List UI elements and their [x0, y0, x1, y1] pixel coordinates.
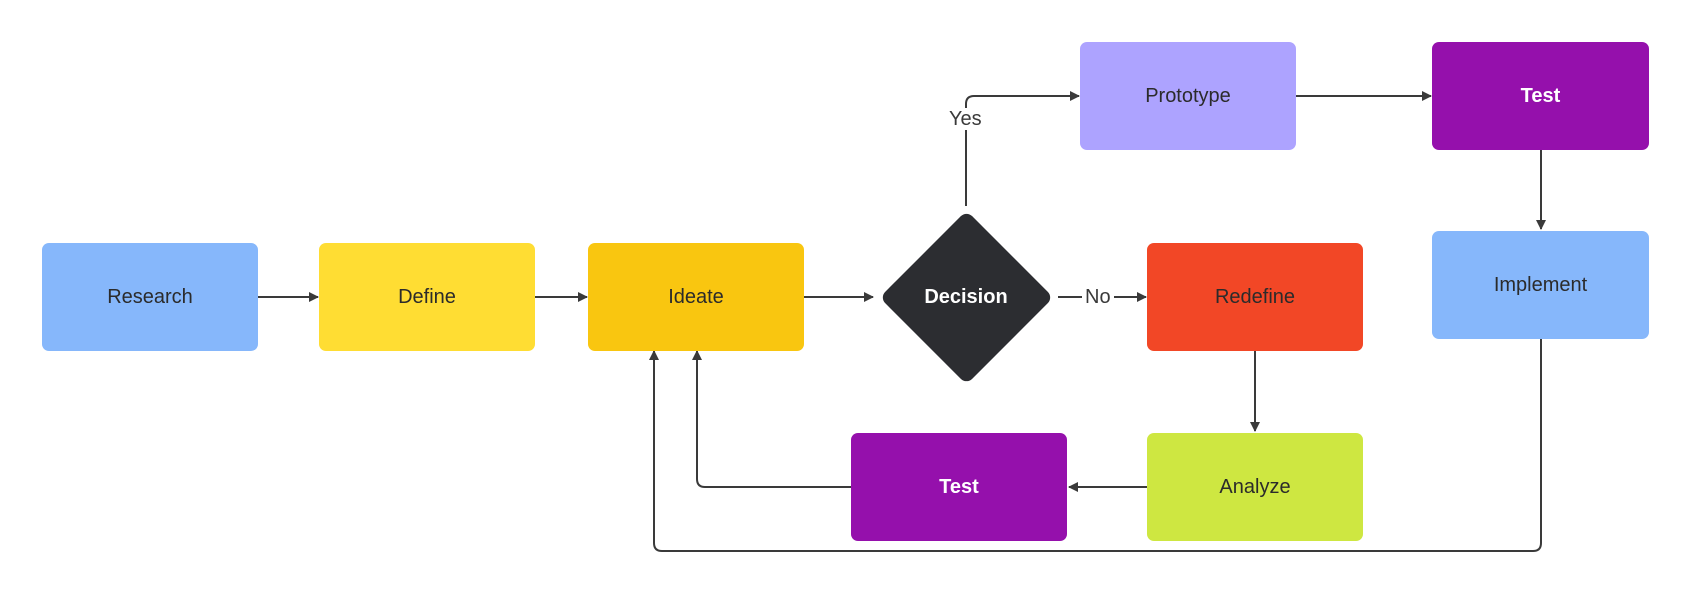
node-implement-label: Implement: [1493, 273, 1588, 296]
node-decision-label: Decision: [924, 285, 1008, 308]
edge-label-yes: Yes: [946, 108, 985, 130]
node-research-label: Research: [107, 285, 193, 308]
node-ideate-label: Ideate: [668, 285, 724, 308]
node-decision[interactable]: Decision: [874, 206, 1058, 388]
node-test-lower-label: Test: [939, 475, 979, 498]
edge-implement-to-ideate: [649, 339, 1542, 552]
node-research[interactable]: Research: [42, 243, 258, 351]
node-test-upper-label: Test: [1520, 84, 1561, 107]
node-ideate[interactable]: Ideate: [588, 243, 804, 351]
node-prototype[interactable]: Prototype: [1080, 42, 1296, 150]
edge-label-no: No: [1082, 286, 1114, 308]
node-analyze-label: Analyze: [1219, 475, 1291, 498]
edge-test-to-ideate: [692, 350, 851, 488]
node-test-lower[interactable]: Test: [851, 433, 1067, 541]
edge-decision-to-prototype: [965, 91, 1080, 206]
node-redefine-label: Redefine: [1214, 285, 1296, 308]
node-analyze[interactable]: Analyze: [1147, 433, 1363, 541]
node-test-upper[interactable]: Test: [1432, 42, 1649, 150]
node-prototype-label: Prototype: [1145, 84, 1231, 107]
node-redefine[interactable]: Redefine: [1147, 243, 1363, 351]
node-implement[interactable]: Implement: [1432, 231, 1649, 339]
node-define-label: Define: [398, 285, 456, 308]
node-define[interactable]: Define: [319, 243, 535, 351]
